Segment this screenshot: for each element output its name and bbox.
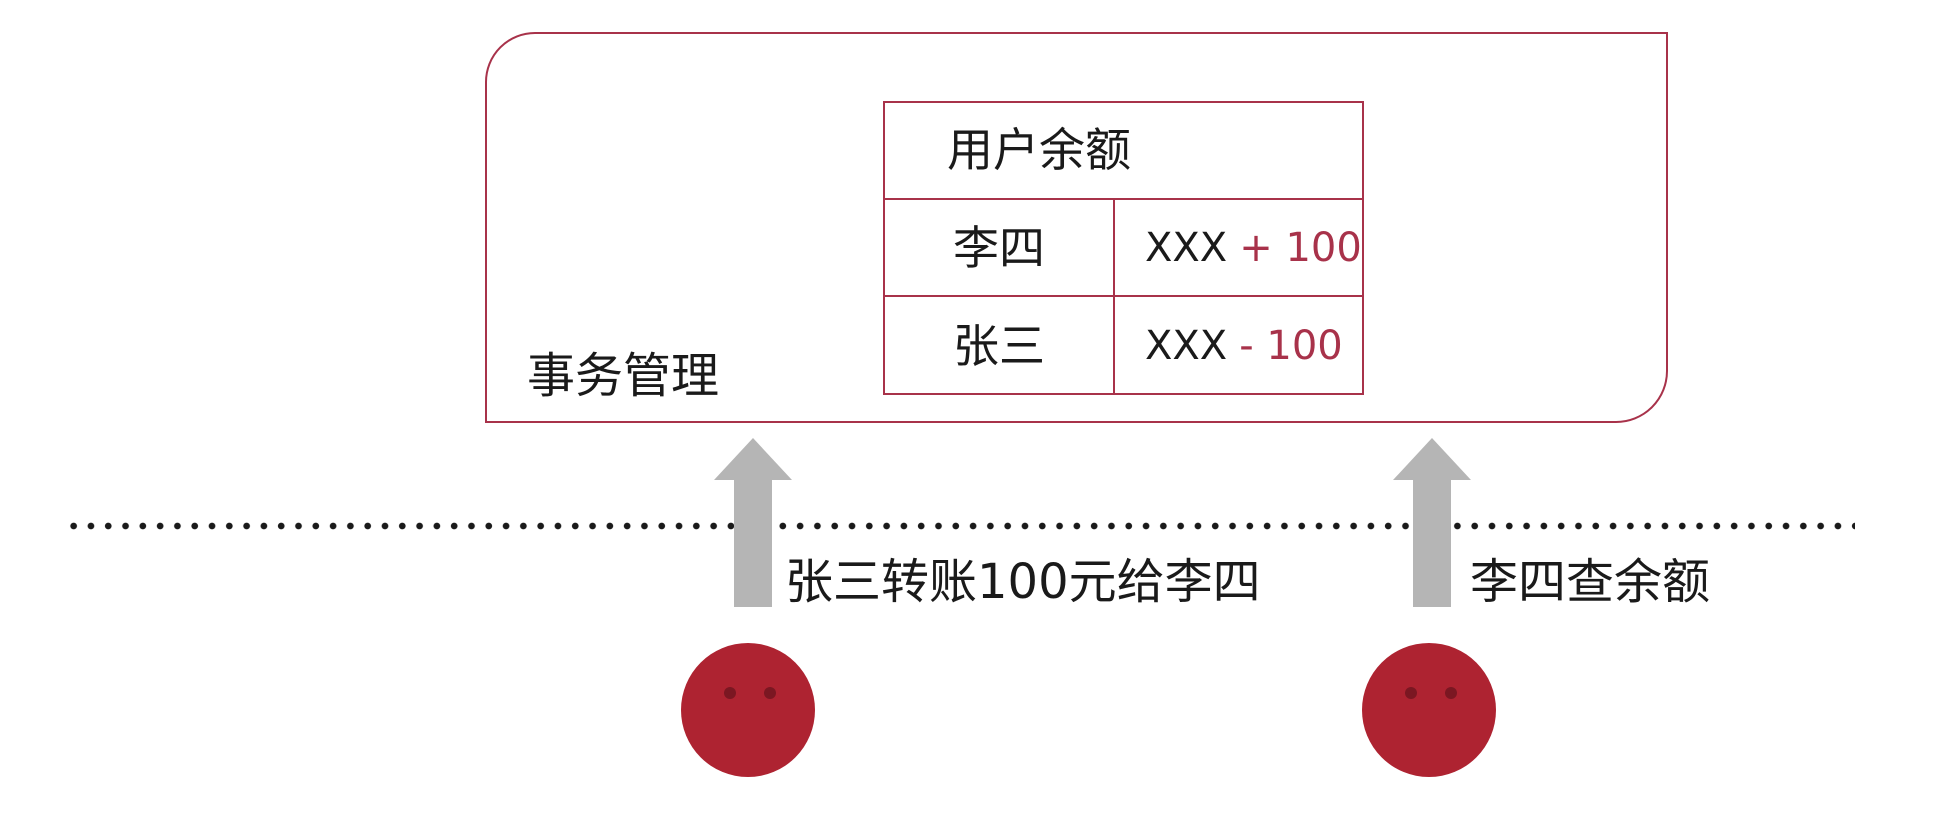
balance-table-header: 用户余额 — [885, 103, 1362, 200]
arrow-head — [714, 438, 792, 480]
user-avatar-icon — [681, 643, 815, 777]
balance-delta: - 100 — [1239, 322, 1343, 369]
balance-delta: + 100 — [1239, 224, 1362, 271]
avatar-eye — [1405, 687, 1417, 699]
balance-base: XXX — [1145, 224, 1228, 271]
user-avatar-icon — [1362, 643, 1496, 777]
avatar-eye — [1445, 687, 1457, 699]
arrow-shaft — [1413, 479, 1451, 607]
avatar-eye — [764, 687, 776, 699]
balance-table-title: 用户余额 — [947, 123, 1131, 177]
transaction-management-box — [485, 32, 1668, 423]
arrow-shaft — [734, 479, 772, 607]
up-arrow-icon — [714, 438, 792, 608]
balance-value-cell: XXX + 100 — [1115, 200, 1364, 295]
dotted-boundary-line — [65, 521, 1855, 531]
transfer-action-caption: 张三转账100元给李四 — [785, 554, 1261, 610]
balance-table: 用户余额 李四 XXX + 100 张三 XXX - 100 — [883, 101, 1364, 395]
query-balance-caption: 李四查余额 — [1470, 554, 1711, 610]
avatar-eye — [724, 687, 736, 699]
up-arrow-icon — [1393, 438, 1471, 608]
balance-value-cell: XXX - 100 — [1115, 297, 1364, 394]
balance-base: XXX — [1145, 322, 1228, 369]
user-name-cell: 张三 — [885, 297, 1115, 394]
table-row: 张三 XXX - 100 — [885, 297, 1362, 394]
table-row: 李四 XXX + 100 — [885, 200, 1362, 297]
user-name-cell: 李四 — [885, 200, 1115, 295]
arrow-head — [1393, 438, 1471, 480]
transaction-management-label: 事务管理 — [527, 348, 720, 404]
